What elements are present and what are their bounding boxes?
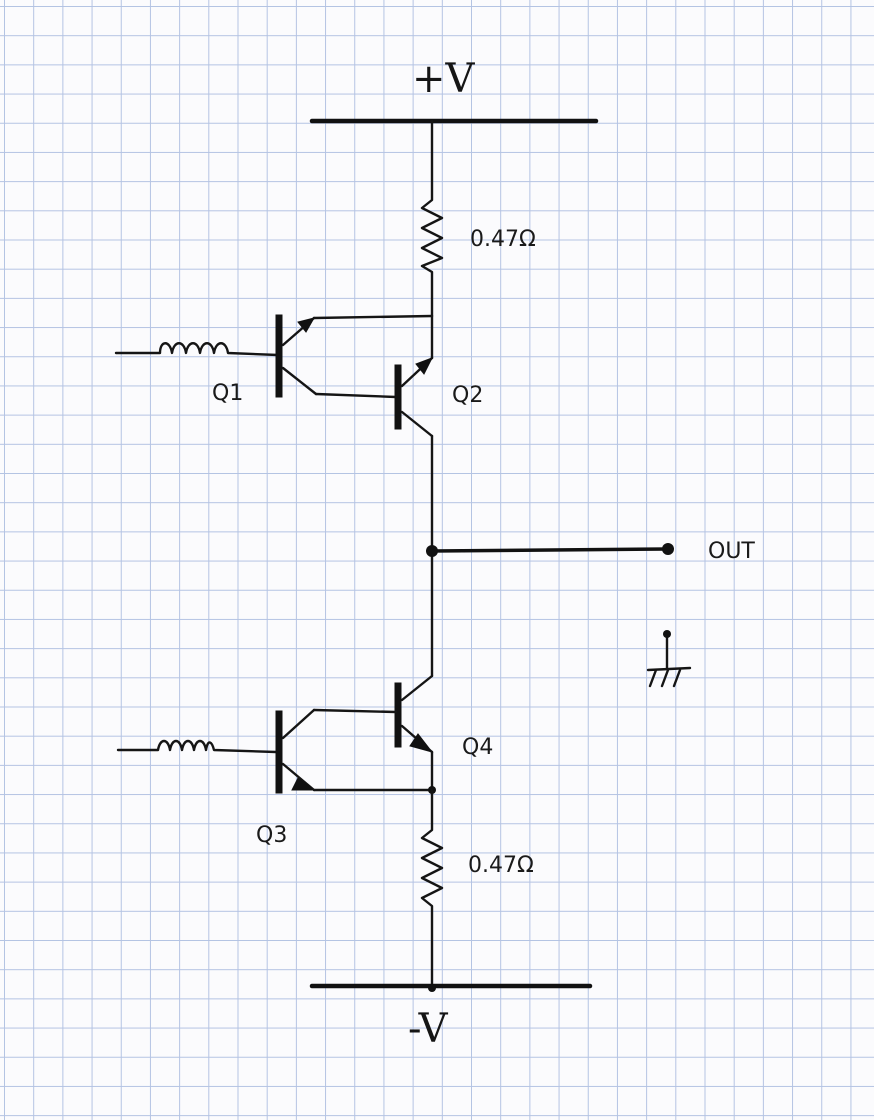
q3-collector-to-q4-base-wire [312, 708, 398, 714]
output-node-junction [426, 545, 438, 557]
q1-collector-lead [281, 366, 318, 396]
q4-collector-lead [400, 674, 434, 702]
q2-label: Q2 [452, 383, 483, 408]
q2-emitter-arrow [415, 357, 434, 375]
q3-emitter-arrow [291, 777, 316, 791]
q2-collector-lead [400, 410, 434, 438]
q4-emitter-arrow [409, 733, 434, 753]
bottom-resistor-value-label: 0.47Ω [468, 853, 534, 878]
negative-rail-junction [428, 984, 436, 992]
q1-label: Q1 [212, 381, 243, 406]
output-wire [430, 547, 670, 553]
output-terminal [662, 543, 674, 555]
q1-emitter-arrow [297, 317, 316, 333]
top-emitter-resistor [420, 119, 444, 318]
q1-emitter-to-node-wire [312, 314, 434, 320]
top-resistor-value-label: 0.47Ω [470, 227, 536, 252]
q3-collector-lead [281, 708, 316, 740]
ground-terminal [663, 630, 671, 638]
negative-supply-label: -V [408, 1006, 449, 1052]
q3-input-resistor [116, 739, 278, 754]
ground-hatch-3 [672, 668, 682, 688]
bottom-emitter-resistor [420, 788, 444, 990]
positive-supply-label: +V [412, 56, 476, 102]
output-label: OUT [708, 539, 755, 564]
q1-collector-to-q2-base-wire [314, 392, 398, 399]
q3-label: Q3 [256, 823, 287, 848]
q1-input-resistor [114, 342, 280, 357]
ground-hatch-2 [660, 668, 670, 688]
ground-hatch-1 [648, 668, 658, 688]
q4-label: Q4 [462, 735, 493, 760]
